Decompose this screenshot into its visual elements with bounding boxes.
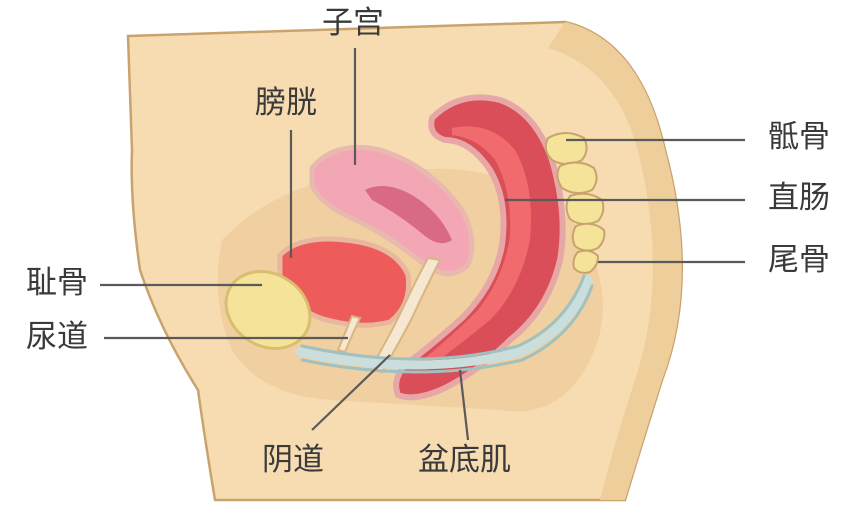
urethra — [336, 314, 362, 354]
label-coccyx: 尾骨 — [768, 242, 830, 278]
uterine-cavity — [365, 186, 452, 244]
rectum-lumen — [420, 126, 531, 370]
label-pubic-bone: 耻骨 — [26, 265, 88, 301]
pubic-bone — [224, 270, 312, 350]
label-rectum: 直肠 — [768, 180, 830, 216]
label-bladder: 膀胱 — [255, 85, 317, 121]
leader-pelvic-floor — [458, 369, 470, 441]
pelvic-floor-muscle — [295, 274, 594, 374]
back-tissue — [548, 22, 682, 500]
label-urethra: 尿道 — [26, 319, 88, 355]
label-pelvic-floor-muscle: 盆底肌 — [418, 442, 511, 478]
sacrum-coccyx — [544, 132, 606, 274]
leader-vagina — [311, 354, 391, 431]
label-uterus: 子宫 — [322, 5, 384, 41]
label-vagina: 阴道 — [262, 442, 324, 478]
label-sacrum: 骶骨 — [768, 119, 830, 155]
